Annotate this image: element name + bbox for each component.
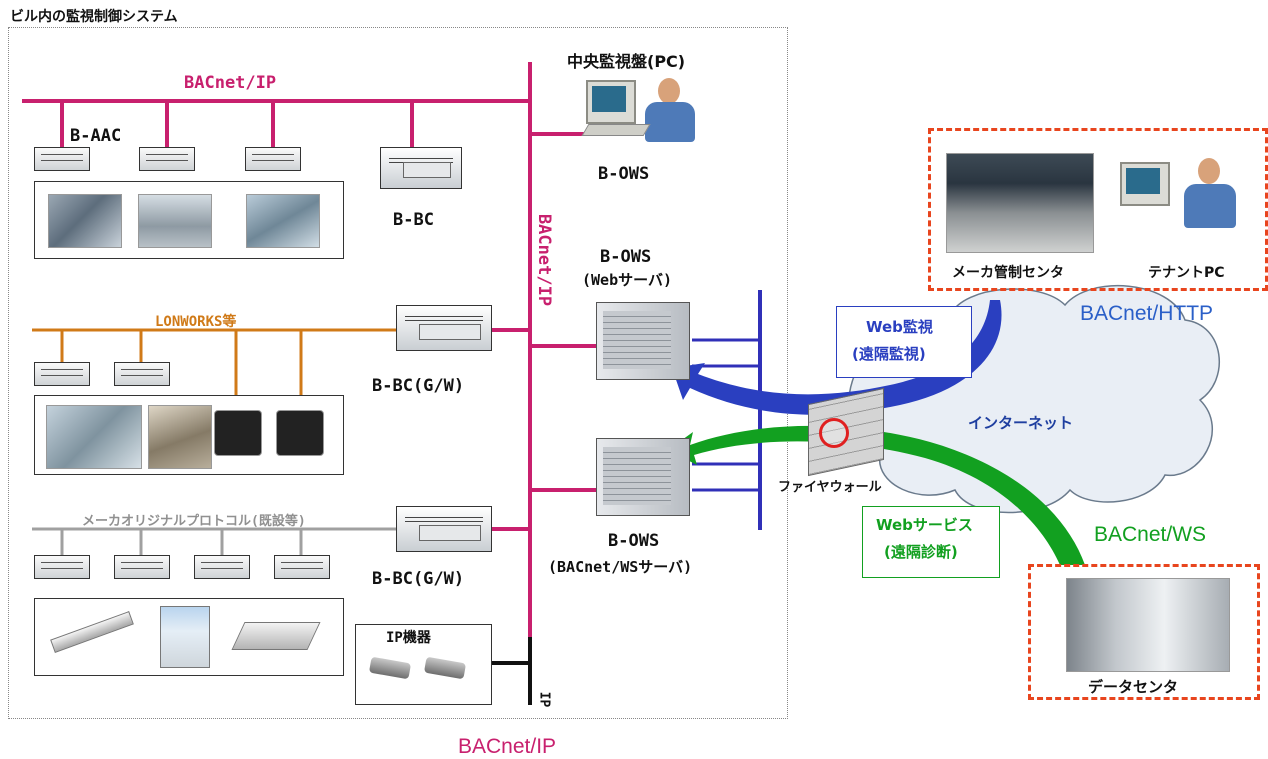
tenant-pc-screen [1126, 168, 1160, 194]
ip-devices-box [355, 624, 492, 705]
controller [34, 147, 90, 171]
controller [34, 555, 90, 579]
diagram-title: ビル内の監視制御システム [10, 9, 178, 25]
bacnet-ip-top-label: BACnet/IP [184, 73, 277, 93]
data-center-label: データセンタ [1088, 678, 1179, 696]
web-service-line1: Webサービス [876, 516, 973, 534]
data-center-box [1028, 564, 1260, 700]
tenant-pc-label: テナントPC [1148, 265, 1225, 281]
maker-center-label: メーカ管制センタ [952, 265, 1064, 281]
b-bc-gw-label-1: B-BC(G/W) [372, 376, 465, 396]
internet-label: インターネット [968, 414, 1074, 432]
remote-site-box [928, 128, 1268, 291]
b-bc-gw-label-2: B-BC(G/W) [372, 569, 465, 589]
b-ows-ws-label-1: B-OWS [608, 531, 660, 551]
controller [245, 147, 301, 171]
web-monitor-line1: Web監視 [866, 318, 933, 336]
bacnet-http-label: BACnet/HTTP [1080, 302, 1214, 325]
equipment-photo [138, 194, 212, 248]
controller [274, 555, 330, 579]
data-center-photo [1066, 578, 1230, 672]
web-monitor-arrow [672, 300, 1002, 415]
b-bc-controller [380, 147, 462, 189]
maker-protocol-label: メーカオリジナルプロトコル(既設等) [82, 514, 306, 529]
tenant-person-body [1184, 184, 1236, 228]
ceiling-ac-unit [231, 622, 321, 650]
controller [114, 555, 170, 579]
web-server-rack [596, 302, 690, 380]
equipment-photo [246, 194, 320, 248]
bacnet-ip-vertical-label: BACnet/IP [534, 213, 555, 307]
b-bc-label: B-BC [393, 210, 434, 230]
equipment-photo [48, 194, 122, 248]
controller [114, 362, 170, 386]
meter-photo [276, 410, 324, 456]
central-monitor-title: 中央監視盤(PC) [567, 52, 686, 71]
web-service-callout [862, 506, 1000, 578]
b-bc-gw-controller [396, 305, 492, 351]
pc-screen [592, 86, 626, 112]
ip-devices-label: IP機器 [386, 630, 431, 646]
pc-keyboard [581, 124, 651, 136]
ws-server-rack [596, 438, 690, 516]
prohibit-icon [819, 418, 849, 448]
tenant-person-head [1198, 158, 1220, 184]
building-frame [8, 27, 788, 719]
web-service-arrow [668, 425, 1085, 565]
b-bc-gw-controller [396, 506, 492, 552]
b-ows-web-label-2: (Webサーバ) [582, 271, 673, 289]
b-ows-top-label: B-OWS [598, 164, 650, 184]
footer-label: BACnet/IP [458, 735, 557, 758]
equipment-photo [46, 405, 142, 469]
outdoor-unit [160, 606, 210, 668]
b-ows-web-label-1: B-OWS [600, 247, 652, 267]
lonworks-label: LONWORKS等 [155, 314, 237, 330]
controller [34, 362, 90, 386]
bacnet-ws-label: BACnet/WS [1094, 523, 1207, 546]
person-body [645, 102, 695, 142]
b-ows-ws-label-2: (BACnet/WSサーバ) [548, 558, 693, 576]
person-head [658, 78, 680, 104]
web-service-line2: (遠隔診断) [884, 543, 958, 561]
controller [139, 147, 195, 171]
web-monitor-callout [836, 306, 972, 378]
web-monitor-line2: (遠隔監視) [852, 345, 926, 363]
control-center-photo [946, 153, 1094, 253]
meter-photo [214, 410, 262, 456]
ip-label: IP [536, 691, 552, 708]
b-aac-label: B-AAC [70, 126, 122, 146]
equipment-photo [148, 405, 212, 469]
controller [194, 555, 250, 579]
firewall-label: ファイヤウォール [778, 480, 882, 495]
